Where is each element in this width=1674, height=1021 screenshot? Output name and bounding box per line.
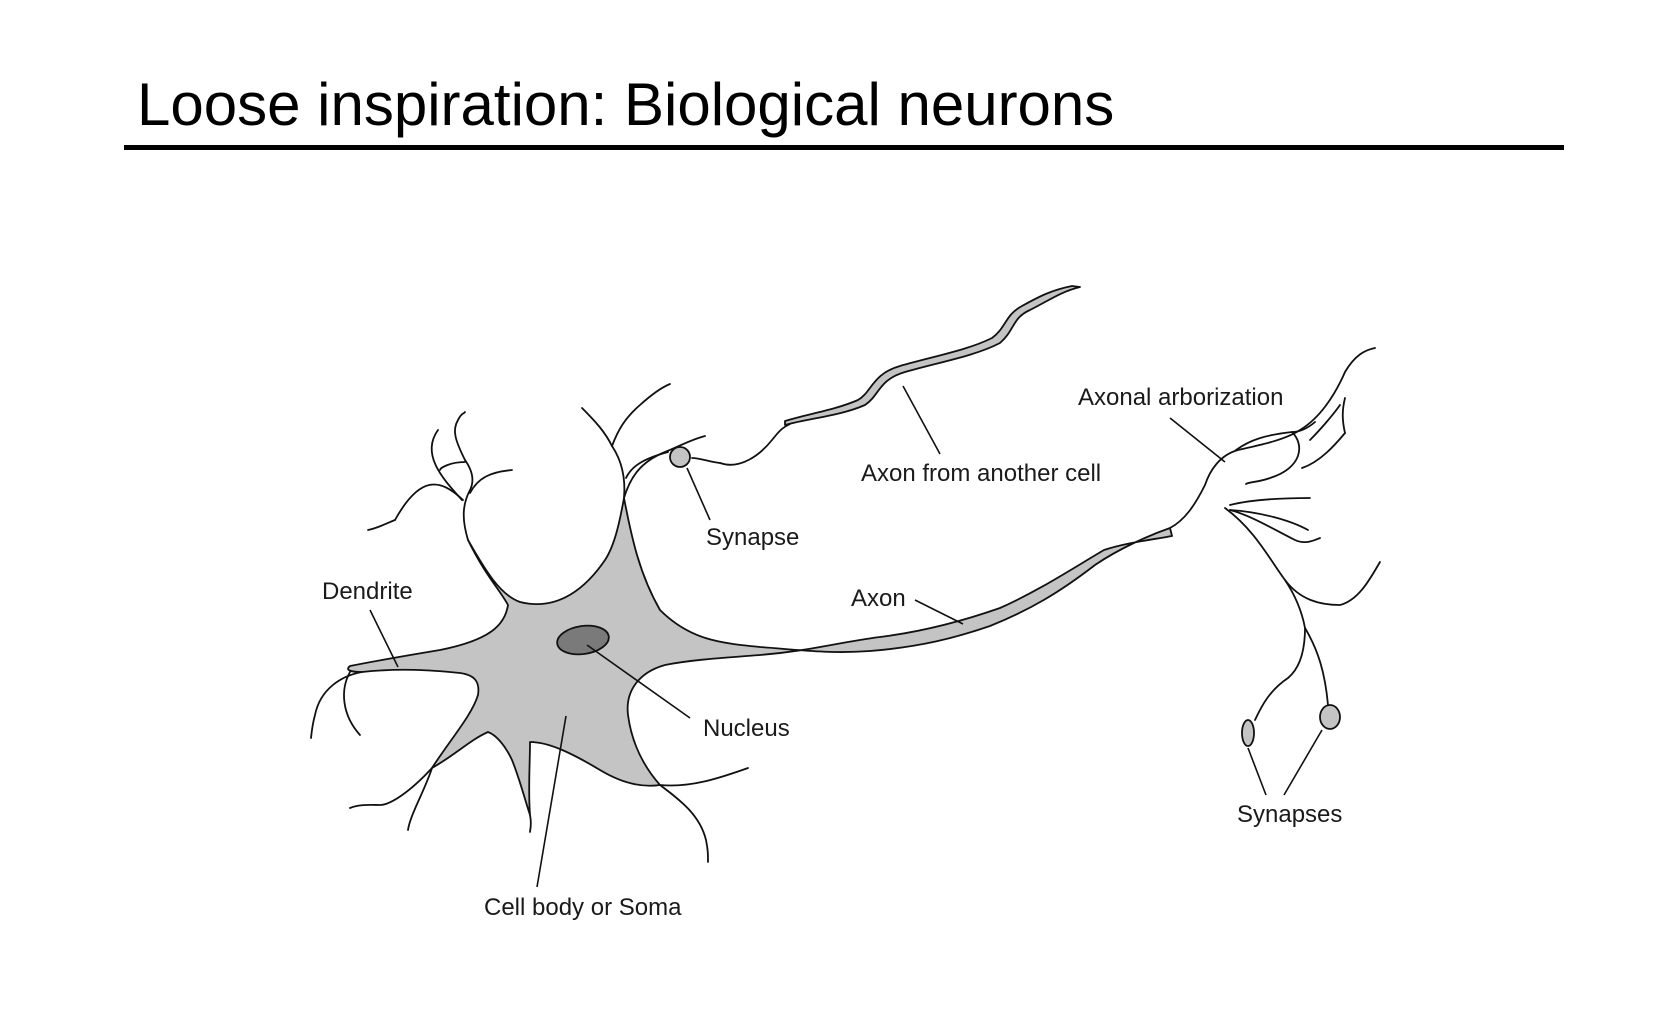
- synapse-bulb: [669, 446, 691, 468]
- label-cell-body: Cell body or Soma: [484, 894, 682, 921]
- label-axon-from-another-cell: Axon from another cell: [861, 460, 1101, 487]
- label-dendrite: Dendrite: [322, 578, 413, 605]
- label-synapses: Synapses: [1237, 801, 1342, 828]
- terminal-synapse-left: [1241, 719, 1255, 747]
- slide-title: Loose inspiration: Biological neurons: [137, 71, 1115, 138]
- incoming-axon: [691, 285, 1081, 466]
- label-synapse: Synapse: [706, 524, 799, 551]
- cell-body-shape: [347, 497, 1173, 816]
- title-underline: [124, 145, 1564, 150]
- nucleus-shape: [556, 624, 610, 656]
- terminal-synapse-right: [1319, 704, 1341, 730]
- dendrite-branches: [310, 383, 749, 863]
- label-axon: Axon: [851, 585, 906, 612]
- dendrite-branch: [623, 435, 706, 499]
- label-axonal-arborization: Axonal arborization: [1078, 384, 1283, 411]
- label-nucleus: Nucleus: [703, 715, 790, 742]
- leader-lines: [369, 385, 1323, 888]
- axonal-arborization: [1169, 347, 1381, 721]
